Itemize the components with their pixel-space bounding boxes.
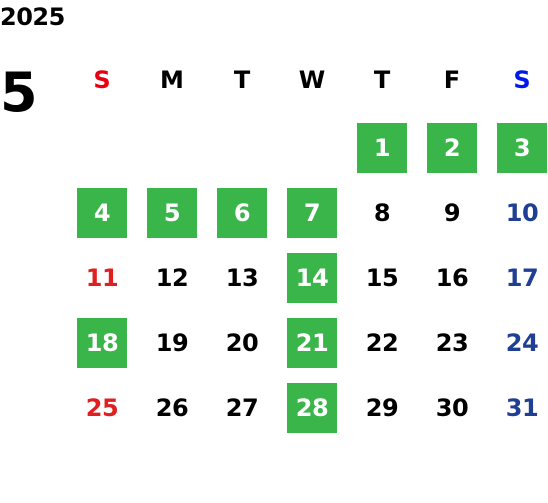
calendar-grid: S M T W T F S 1 2 3 4 5 6 7 8 9 10 11 12… [67,45,548,440]
day-cell: 19 [137,310,207,375]
day-number: 19 [155,328,189,357]
day-cell-highlighted: 21 [277,310,347,375]
day-cell-highlighted: 14 [277,245,347,310]
weekday-header-fri: F [443,66,461,94]
day-number: 21 [287,317,337,368]
day-cell: 9 [417,180,487,245]
day-number: 27 [225,393,259,422]
month-label: 5 [0,61,38,124]
weekday-header-thu: T [373,66,391,94]
day-cell-highlighted: 4 [67,180,137,245]
day-number: 15 [365,263,399,292]
day-number: 16 [435,263,469,292]
day-cell: 8 [347,180,417,245]
day-cell: 25 [67,375,137,440]
day-number: 24 [505,328,539,357]
day-number: 26 [155,393,189,422]
day-number: 12 [155,263,189,292]
day-cell-highlighted: 28 [277,375,347,440]
day-number [77,123,127,173]
day-cell: 22 [347,310,417,375]
day-number: 11 [85,263,119,292]
weekday-header-sat: S [513,66,531,94]
day-number: 3 [497,122,547,173]
day-number: 7 [287,187,337,238]
day-cell-highlighted: 7 [277,180,347,245]
day-number: 28 [287,382,337,433]
day-number: 5 [147,187,197,238]
day-cell: 12 [137,245,207,310]
day-cell: 23 [417,310,487,375]
weekday-header-wed: W [298,66,326,94]
day-number: 2 [427,122,477,173]
day-cell: 17 [487,245,548,310]
weekday-header-mon: M [160,66,184,94]
day-number: 31 [505,393,539,422]
day-cell: 26 [137,375,207,440]
day-number [217,123,267,173]
day-number: 10 [505,198,539,227]
day-cell: 13 [207,245,277,310]
day-number: 18 [77,317,127,368]
day-cell-highlighted: 5 [137,180,207,245]
day-cell [137,115,207,180]
day-number: 13 [225,263,259,292]
day-cell [67,115,137,180]
day-cell: 16 [417,245,487,310]
day-number: 4 [77,187,127,238]
day-number: 22 [365,328,399,357]
day-number [147,123,197,173]
day-number: 14 [287,252,337,303]
day-number: 25 [85,393,119,422]
day-number: 23 [435,328,469,357]
day-cell: 15 [347,245,417,310]
day-cell: 24 [487,310,548,375]
day-cell [277,115,347,180]
weekday-header-sun: S [93,66,111,94]
day-cell: 27 [207,375,277,440]
day-cell [207,115,277,180]
day-number: 6 [217,187,267,238]
day-cell-highlighted: 6 [207,180,277,245]
day-number: 9 [443,198,461,227]
day-cell: 20 [207,310,277,375]
day-cell-highlighted: 1 [347,115,417,180]
day-cell: 10 [487,180,548,245]
day-number: 30 [435,393,469,422]
day-cell: 31 [487,375,548,440]
day-number [287,123,337,173]
day-cell: 30 [417,375,487,440]
year-label: 2025 [0,3,65,31]
day-number: 17 [505,263,539,292]
day-number: 1 [357,122,407,173]
day-cell-highlighted: 2 [417,115,487,180]
day-cell: 29 [347,375,417,440]
weekday-header-tue: T [233,66,251,94]
day-number: 8 [373,198,391,227]
day-number: 29 [365,393,399,422]
day-cell-highlighted: 3 [487,115,548,180]
day-cell: 11 [67,245,137,310]
day-cell-highlighted: 18 [67,310,137,375]
day-number: 20 [225,328,259,357]
